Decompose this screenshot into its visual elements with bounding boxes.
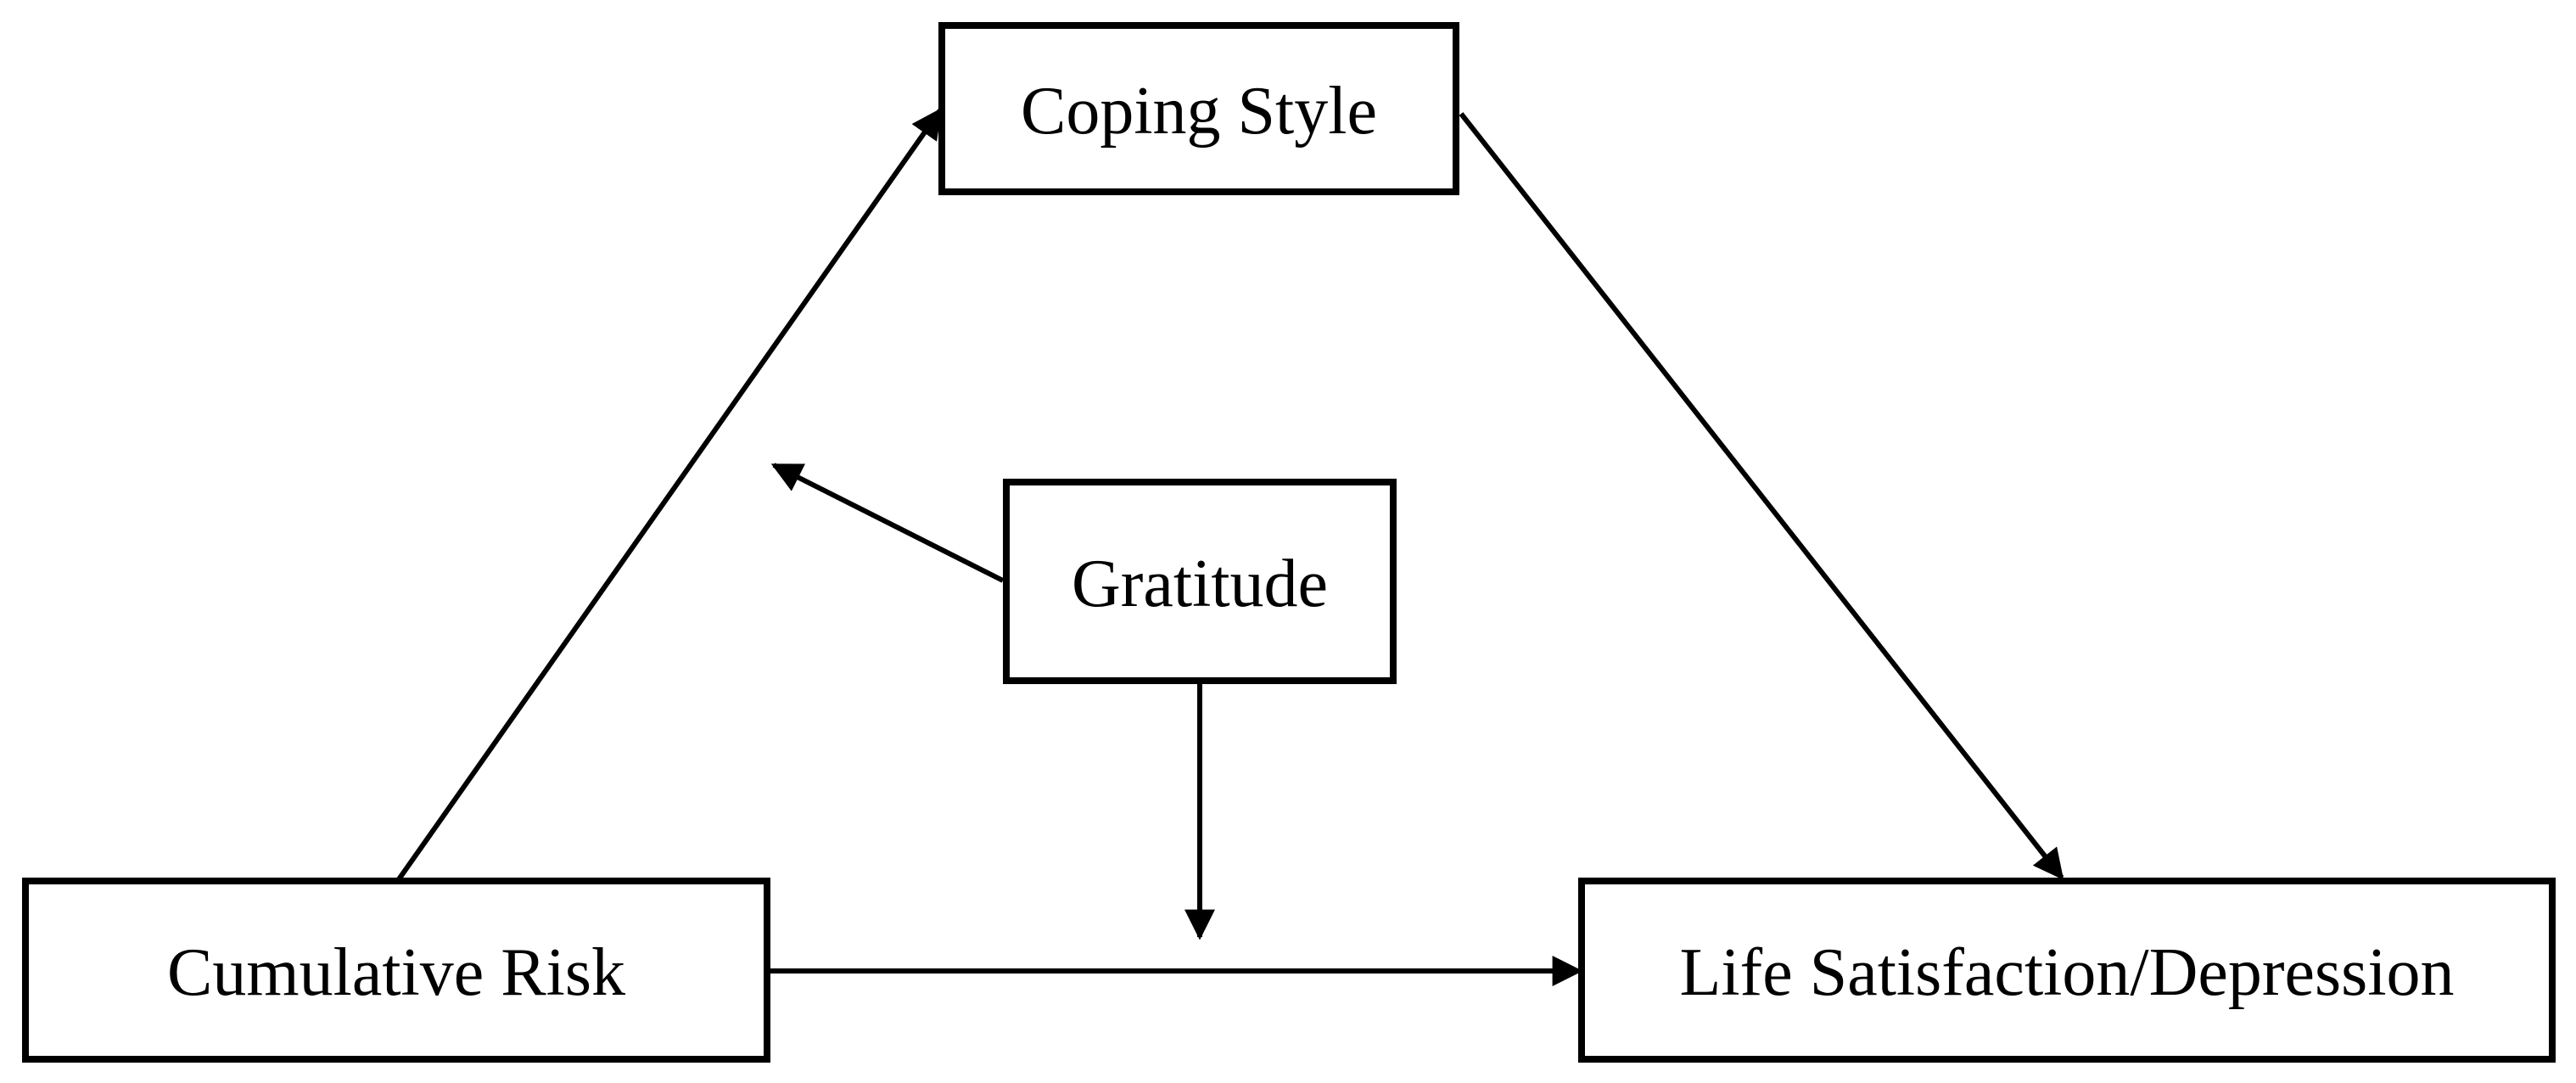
node-box [1578, 878, 2556, 1063]
node-label: Coping Style [1021, 74, 1377, 149]
node-cumulative-risk: Cumulative Risk [22, 878, 770, 1063]
node-coping-style: Coping Style [938, 22, 1459, 195]
node-label: Gratitude [1072, 547, 1328, 621]
node-box [938, 22, 1459, 195]
node-box [1003, 479, 1397, 684]
node-label: Life Satisfaction/Depression [1679, 935, 2454, 1010]
node-life-satisfaction-depression: Life Satisfaction/Depression [1578, 878, 2556, 1063]
edge-risk-to-coping [396, 108, 943, 881]
edge-coping-to-outcome [1459, 112, 2064, 880]
edge-gratitude-moderates-a-path [770, 463, 1005, 583]
node-box [22, 878, 770, 1063]
node-label: Cumulative Risk [167, 935, 625, 1010]
node-gratitude: Gratitude [1003, 479, 1397, 684]
